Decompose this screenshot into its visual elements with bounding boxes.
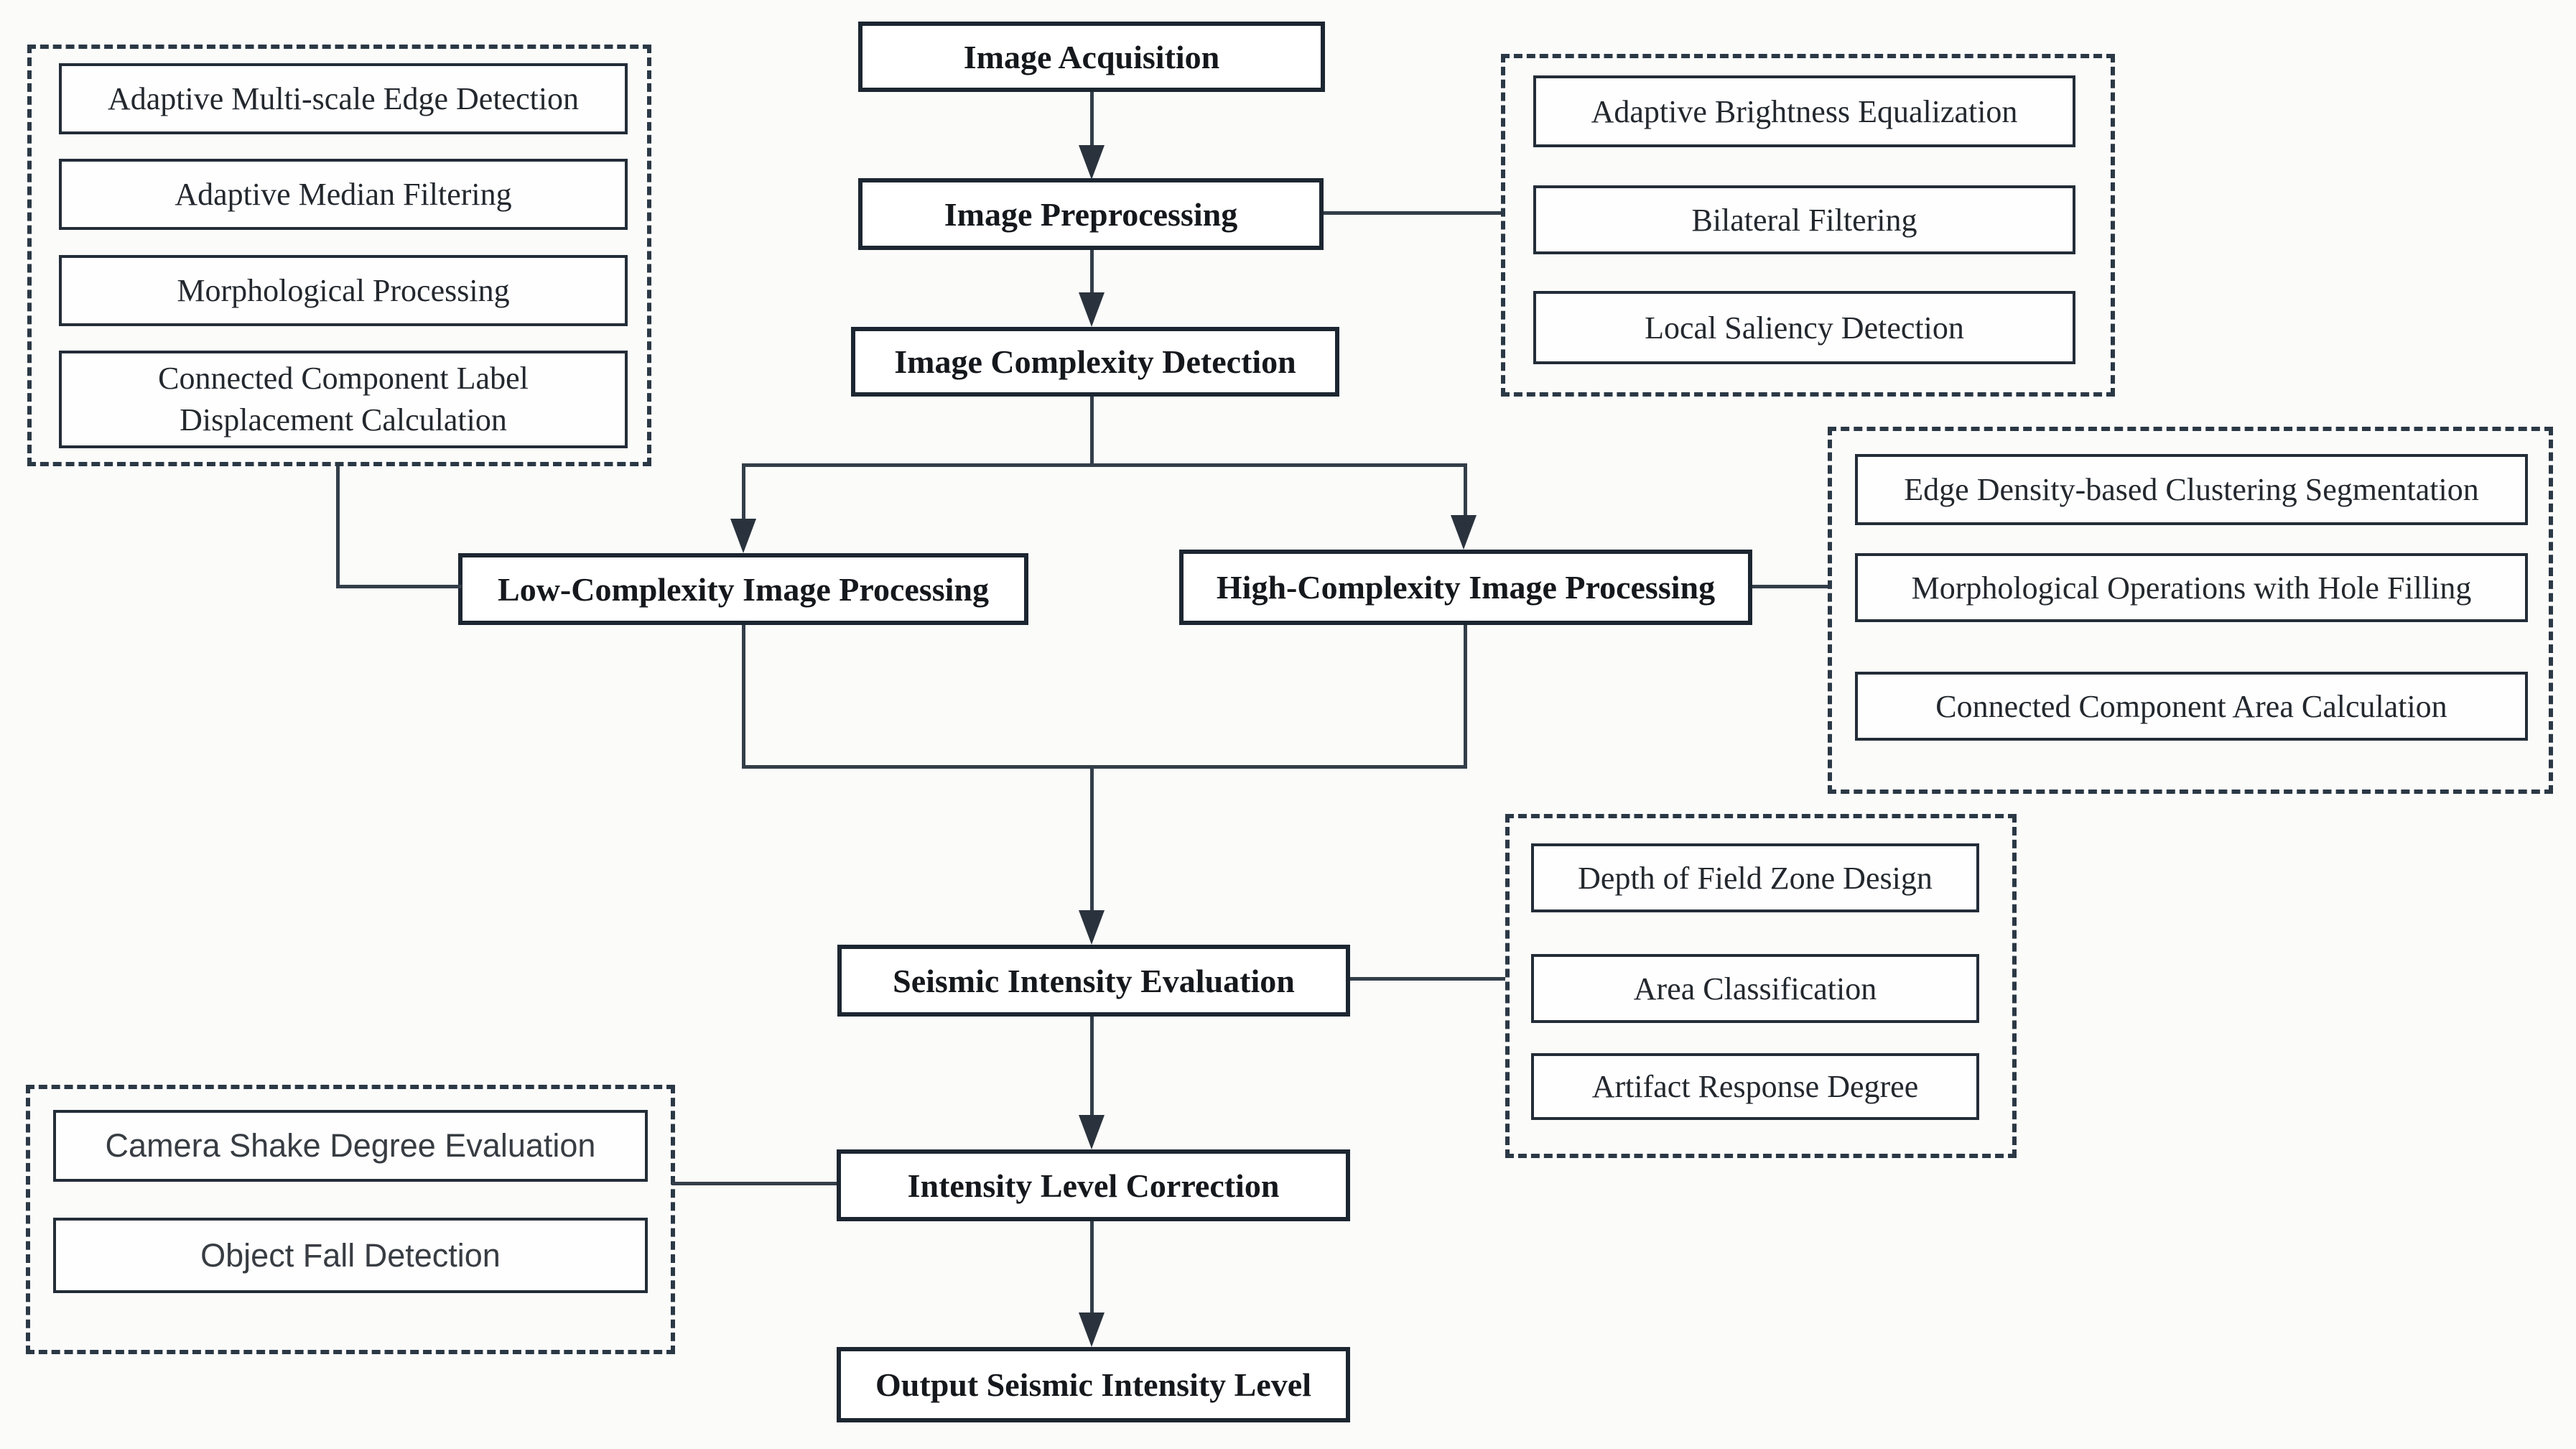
- node-intensity-level-correction: Intensity Level Correction: [837, 1149, 1350, 1221]
- group-high-complexity-steps: [1828, 427, 2553, 794]
- node-image-complexity-detection: Image Complexity Detection: [851, 327, 1339, 397]
- arrow-down-icon: [1079, 145, 1105, 180]
- step-adaptive-median-filtering: Adaptive Median Filtering: [59, 159, 628, 230]
- step-object-fall-detection: Object Fall Detection: [53, 1218, 648, 1293]
- step-artifact-response-degree: Artifact Response Degree: [1531, 1053, 1979, 1120]
- node-seismic-intensity-evaluation: Seismic Intensity Evaluation: [837, 945, 1350, 1017]
- node-image-acquisition: Image Acquisition: [858, 22, 1325, 92]
- step-morphological-processing: Morphological Processing: [59, 255, 628, 326]
- step-camera-shake-degree-evaluation: Camera Shake Degree Evaluation: [53, 1110, 648, 1182]
- step-edge-density-based-clustering-segmentation: Edge Density-based Clustering Segmentati…: [1855, 454, 2528, 525]
- edge-acquisition-to-preprocessing-line: [1090, 92, 1094, 148]
- edge-merge-to-seismic-line: [1090, 765, 1094, 912]
- arrow-down-icon: [1079, 910, 1105, 945]
- edge-high-merge-line: [1464, 625, 1467, 769]
- edge-merge-bar-line: [743, 765, 1467, 769]
- edge-seismic-to-correction-line: [1090, 1017, 1094, 1117]
- edge-seismic-to-evaluation-steps-line: [1350, 977, 1505, 981]
- step-adaptive-multi-scale-edge-detection: Adaptive Multi-scale Edge Detection: [59, 63, 628, 134]
- edge-lowsteps-elbow-vertical-line: [336, 466, 340, 588]
- group-evaluation-steps: [1505, 814, 2017, 1158]
- edge-split-to-low-line: [742, 463, 745, 521]
- arrow-down-icon: [1079, 1115, 1105, 1149]
- edge-complexity-split-stem-line: [1090, 397, 1094, 466]
- edge-high-to-steps-line: [1752, 585, 1828, 588]
- arrow-down-icon: [730, 519, 756, 553]
- node-high-complexity-image-processing: High-Complexity Image Processing: [1179, 550, 1752, 625]
- node-output-seismic-intensity-level: Output Seismic Intensity Level: [837, 1347, 1350, 1422]
- node-image-preprocessing: Image Preprocessing: [858, 178, 1324, 250]
- edge-complexity-split-bar-line: [743, 463, 1467, 467]
- step-bilateral-filtering: Bilateral Filtering: [1533, 185, 2075, 254]
- step-area-classification: Area Classification: [1531, 954, 1979, 1023]
- group-correction-steps: [26, 1085, 675, 1354]
- step-adaptive-brightness-equalization: Adaptive Brightness Equalization: [1533, 75, 2075, 147]
- node-low-complexity-image-processing: Low-Complexity Image Processing: [458, 553, 1028, 625]
- arrow-down-icon: [1079, 292, 1105, 327]
- edge-lowsteps-elbow-horizontal-line: [336, 585, 462, 588]
- step-morphological-operations-with-hole-filling: Morphological Operations with Hole Filli…: [1855, 553, 2528, 622]
- group-preprocessing-steps: [1501, 54, 2115, 397]
- group-low-complexity-steps: [27, 45, 651, 466]
- step-connected-component-label-displacement-calculation: Connected Component Label Displacement C…: [59, 351, 628, 448]
- edge-low-merge-line: [742, 625, 745, 769]
- arrow-down-icon: [1079, 1313, 1105, 1347]
- step-depth-of-field-zone-design: Depth of Field Zone Design: [1531, 843, 1979, 912]
- edge-preprocessing-to-complexity-line: [1090, 250, 1094, 295]
- step-connected-component-area-calculation: Connected Component Area Calculation: [1855, 672, 2528, 741]
- edge-split-to-high-line: [1464, 463, 1467, 517]
- step-local-saliency-detection: Local Saliency Detection: [1533, 291, 2075, 364]
- edge-preprocessing-to-steps-line: [1324, 211, 1501, 215]
- edge-correction-to-output-line: [1090, 1221, 1094, 1315]
- edge-correction-steps-to-correction-line: [671, 1182, 837, 1185]
- arrow-down-icon: [1451, 515, 1477, 550]
